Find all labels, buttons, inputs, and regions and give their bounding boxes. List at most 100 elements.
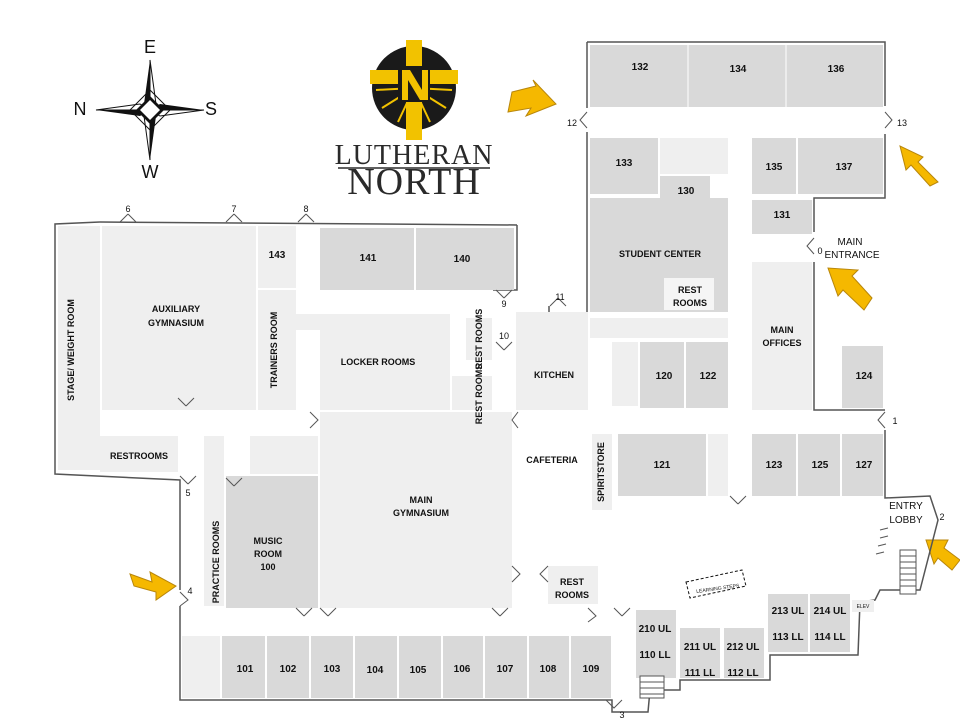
arrow-door12-icon	[507, 79, 557, 118]
door-swings	[119, 111, 893, 709]
room-labels: 132 134 136 133 130 135 137 131 143 141 …	[237, 62, 873, 679]
door-2-label: 2	[939, 512, 944, 522]
rest-rooms-north-label-2: ROOMS	[673, 298, 707, 308]
room-112ll-label: 112 LL	[727, 668, 758, 679]
room-143-label: 143	[269, 250, 286, 261]
room-132-label: 132	[632, 62, 649, 73]
main-entrance-label-1: MAIN	[838, 237, 863, 248]
logo-line2: NORTH	[347, 161, 481, 203]
room-140-label: 140	[454, 254, 471, 265]
rest-rooms-lower-label: REST ROOMS	[474, 364, 484, 425]
room-114ll-label: 114 LL	[814, 632, 845, 643]
room-109-label: 109	[583, 664, 600, 675]
room-133-label: 133	[616, 158, 633, 169]
room-105-label: 105	[410, 665, 427, 676]
music-room-label-3: 100	[260, 562, 275, 572]
door-11-label: 11	[555, 292, 564, 302]
door-13-label: 13	[897, 118, 907, 128]
room-210ul-label: 210 UL	[639, 624, 672, 635]
student-center-label: STUDENT CENTER	[619, 249, 702, 259]
entry-lobby-steps-icon	[875, 527, 889, 555]
elevator-label: ELEV	[857, 604, 870, 610]
locker-rooms-label: LOCKER ROOMS	[341, 357, 416, 367]
room-212ul-label: 212 UL	[727, 642, 760, 653]
room-120-label: 120	[656, 371, 673, 382]
room-134-label: 134	[730, 64, 747, 75]
room-136-label: 136	[828, 64, 845, 75]
main-entrance-label-2: ENTRANCE	[824, 250, 879, 261]
room-122-label: 122	[700, 371, 717, 382]
room-103-label: 103	[324, 664, 341, 675]
rest-rooms-south-label-1: REST	[560, 577, 585, 587]
arrow-main-entrance-icon	[827, 267, 873, 311]
compass-south-label: S	[205, 99, 217, 119]
entrance-arrow-icons	[129, 79, 960, 601]
compass-rose-icon	[95, 59, 205, 161]
practice-rooms-label: PRACTICE ROOMS	[211, 521, 221, 604]
arrow-door4-icon	[129, 571, 177, 601]
entry-lobby-label-1: ENTRY	[889, 501, 923, 512]
logo-line1: LUTHERAN	[335, 140, 494, 171]
room-125-label: 125	[812, 460, 829, 471]
room-124-label: 124	[856, 371, 873, 382]
trainers-room-label: TRAINERS ROOM	[269, 312, 279, 389]
door-5-label: 5	[185, 488, 190, 498]
door-0-label: 0	[817, 246, 822, 256]
room-113ll-label: 113 LL	[772, 632, 803, 643]
door-1-label: 1	[892, 416, 897, 426]
room-141-label: 141	[360, 253, 377, 264]
compass-east-label: E	[144, 37, 156, 57]
spirit-store-label: SPIRITSTORE	[596, 442, 606, 502]
restrooms-left-label: RESTROOMS	[110, 451, 168, 461]
door-8-label: 8	[303, 204, 308, 214]
aux-gym-label-1: AUXILIARY	[152, 304, 200, 314]
door-4-label: 4	[187, 586, 192, 596]
room-123-label: 123	[766, 460, 783, 471]
area-labels: STAGE/ WEIGHT ROOM AUXILIARY GYMNASIUM T…	[66, 237, 923, 610]
room-104-label: 104	[367, 665, 384, 676]
door-12-label: 12	[567, 118, 577, 128]
north-wing-rooms	[590, 45, 883, 510]
door-9-label: 9	[501, 299, 506, 309]
building-walls	[54, 41, 939, 713]
door-6-label: 6	[125, 204, 130, 214]
room-107-label: 107	[497, 664, 514, 675]
main-offices-label-1: MAIN	[771, 325, 794, 335]
compass-west-label: W	[142, 162, 159, 182]
room-108-label: 108	[540, 664, 557, 675]
rest-rooms-south-label-2: ROOMS	[555, 590, 589, 600]
entry-lobby-label-2: LOBBY	[889, 515, 923, 526]
learning-steps	[685, 569, 747, 599]
stage-weight-room-label: STAGE/ WEIGHT ROOM	[66, 299, 76, 401]
aux-gym-label-2: GYMNASIUM	[148, 318, 204, 328]
learning-steps-label: LEARNING STEPS	[696, 583, 740, 595]
music-room-label-2: ROOM	[254, 549, 282, 559]
room-101-label: 101	[237, 664, 254, 675]
central-rooms	[58, 226, 874, 698]
stairs-icon	[639, 549, 917, 699]
door-7-label: 7	[231, 204, 236, 214]
main-gym-label-1: MAIN	[410, 495, 433, 505]
door-10-label: 10	[499, 331, 509, 341]
music-room-label-1: MUSIC	[254, 536, 284, 546]
room-127-label: 127	[856, 460, 873, 471]
room-111ll-label: 111 LL	[685, 668, 716, 679]
rest-rooms-upper-label: REST ROOMS	[474, 309, 484, 370]
room-214ul-label: 214 UL	[814, 606, 847, 617]
arrow-door13-icon	[899, 145, 939, 187]
door-3-label: 3	[619, 710, 624, 720]
room-121-label: 121	[654, 460, 671, 471]
room-131-label: 131	[774, 210, 791, 221]
room-130-label: 130	[678, 186, 695, 197]
kitchen-label: KITCHEN	[534, 370, 574, 380]
main-offices-label-2: OFFICES	[762, 338, 801, 348]
room-102-label: 102	[280, 664, 297, 675]
room-213ul-label: 213 UL	[772, 606, 805, 617]
room-137-label: 137	[836, 162, 853, 173]
room-211ul-label: 211 UL	[684, 642, 716, 653]
room-135-label: 135	[766, 162, 783, 173]
lutheran-north-logo-icon	[370, 40, 458, 140]
room-110ll-label: 110 LL	[639, 650, 670, 661]
main-gym-label-2: GYMNASIUM	[393, 508, 449, 518]
